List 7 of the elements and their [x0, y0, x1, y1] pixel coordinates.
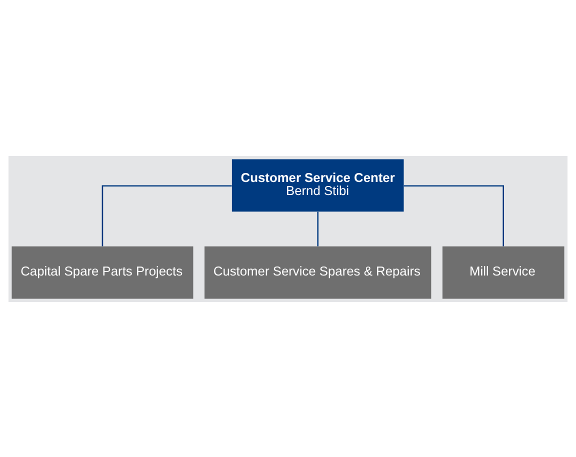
connector [317, 211, 318, 246]
node-box: Capital Spare Parts Projects [12, 246, 194, 298]
node-box: Customer Service Center Bernd Stibi [232, 158, 404, 212]
node-box: Mill Service [442, 246, 564, 298]
node-box: Customer Service Spares & Repairs [204, 246, 432, 298]
connector [404, 184, 504, 246]
connector [102, 184, 232, 246]
